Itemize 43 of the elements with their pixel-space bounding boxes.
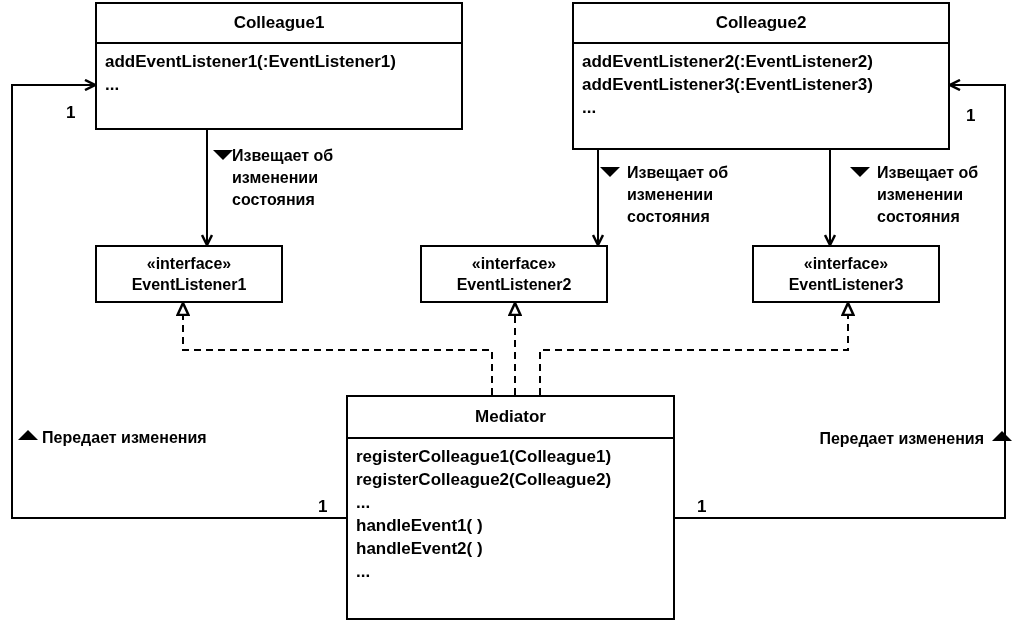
stereotype-label: «interface» bbox=[803, 254, 889, 274]
realization-arrow bbox=[539, 301, 855, 396]
realization-arrow bbox=[508, 301, 522, 396]
interface-box bbox=[420, 245, 608, 303]
class-member: registerColleague1(Colleague1) bbox=[356, 446, 612, 468]
multiplicity-label: 1 bbox=[966, 105, 976, 127]
edge-label: Передает изменения bbox=[818, 429, 984, 449]
interface-name: EventListener1 bbox=[131, 275, 247, 295]
realization-arrow bbox=[176, 301, 493, 396]
interface-name: EventListener2 bbox=[456, 275, 572, 295]
class-box bbox=[346, 395, 675, 620]
association-arrow bbox=[11, 78, 347, 519]
multiplicity-label: 1 bbox=[318, 496, 328, 518]
edge-label: Извещает об изменении состояния bbox=[232, 146, 335, 210]
association-arrow bbox=[674, 78, 1006, 519]
class-member: addEventListener2(:EventListener2) bbox=[582, 51, 873, 73]
class-name: Mediator bbox=[475, 406, 546, 429]
association-arrow bbox=[200, 129, 214, 247]
edge-label: Извещает об изменении состояния bbox=[877, 163, 980, 227]
class-member: handleEvent1( ) bbox=[356, 515, 483, 537]
class-member: handleEvent2( ) bbox=[356, 538, 483, 560]
edge-label: Передает изменения bbox=[42, 428, 208, 448]
class-name: Colleague2 bbox=[715, 12, 807, 35]
interface-box bbox=[752, 245, 940, 303]
class-member: ... bbox=[582, 97, 597, 119]
class-box bbox=[572, 2, 950, 150]
class-member: addEventListener1(:EventListener1) bbox=[105, 51, 396, 73]
association-arrow bbox=[591, 149, 605, 247]
class-member: ... bbox=[356, 561, 371, 583]
association-arrow bbox=[823, 149, 837, 247]
stereotype-label: «interface» bbox=[146, 254, 232, 274]
class-box bbox=[95, 2, 463, 130]
class-name: Colleague1 bbox=[233, 12, 325, 35]
class-member: ... bbox=[105, 74, 120, 96]
edge-label: Извещает об изменении состояния bbox=[627, 163, 730, 227]
multiplicity-label: 1 bbox=[697, 496, 707, 518]
class-member: ... bbox=[356, 492, 371, 514]
multiplicity-label: 1 bbox=[66, 102, 76, 124]
class-member: addEventListener3(:EventListener3) bbox=[582, 74, 873, 96]
class-member: registerColleague2(Colleague2) bbox=[356, 469, 612, 491]
interface-box bbox=[95, 245, 283, 303]
interface-name: EventListener3 bbox=[788, 275, 904, 295]
stereotype-label: «interface» bbox=[471, 254, 557, 274]
